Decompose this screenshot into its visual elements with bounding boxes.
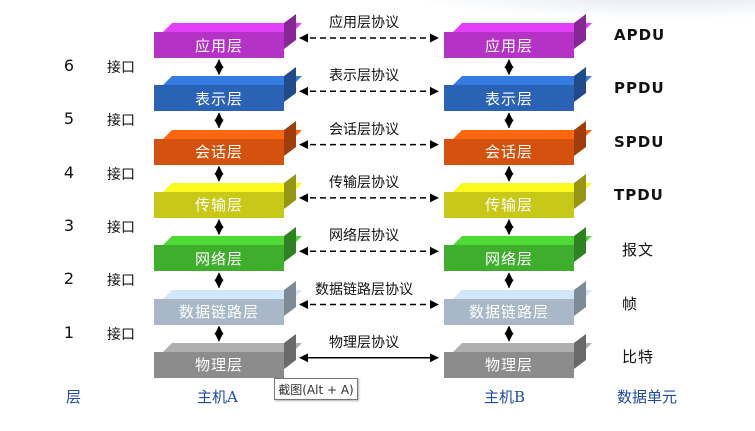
layer-label: 会话层 bbox=[194, 143, 243, 162]
layer-box-top bbox=[453, 236, 592, 246]
layer-box-face bbox=[154, 138, 284, 165]
layer-label: 数据链路层 bbox=[178, 303, 259, 321]
layer-box-face bbox=[154, 191, 284, 218]
layer-box-top bbox=[453, 289, 592, 299]
layer-box-top bbox=[453, 182, 592, 192]
host-b-label: 主机B bbox=[484, 388, 526, 406]
layer-box-a-5: 数据链路层 bbox=[154, 280, 302, 325]
interface-number: 2 bbox=[63, 269, 75, 289]
interface-label: 接口 bbox=[107, 219, 135, 236]
protocol-label: 物理层协议 bbox=[329, 334, 399, 351]
layer-box-top bbox=[453, 23, 592, 32]
layer-box-top bbox=[453, 342, 592, 352]
layer-label: 物理层 bbox=[194, 356, 243, 375]
pdu-column-label: 数据单元 bbox=[617, 388, 678, 406]
layer-box-a-1: 表示层 bbox=[154, 67, 302, 112]
screenshot-tooltip: 截图(Alt + A) bbox=[274, 378, 358, 400]
layer-label: 网络层 bbox=[484, 249, 533, 268]
protocol-label: 表示层协议 bbox=[329, 68, 399, 85]
pdu-label: SPDU bbox=[614, 132, 665, 151]
layer-label: 会话层 bbox=[484, 143, 533, 162]
layer-box-face bbox=[154, 245, 284, 272]
layer-box-b-1: 表示层 bbox=[444, 67, 592, 112]
layer-box-b-0: 应用层 bbox=[444, 13, 592, 58]
protocol-label: 传输层协议 bbox=[329, 174, 399, 191]
layer-box-face bbox=[444, 138, 574, 165]
layer-box-b-4: 网络层 bbox=[444, 227, 592, 272]
interface-number: 5 bbox=[63, 109, 75, 129]
layer-box-b-2: 会话层 bbox=[444, 120, 592, 165]
layer-label: 应用层 bbox=[484, 36, 533, 55]
layer-box-face bbox=[444, 298, 574, 325]
layer-box-a-2: 会话层 bbox=[154, 120, 302, 165]
layer-box-b-6: 物理层 bbox=[444, 333, 592, 378]
layer-label: 应用层 bbox=[194, 36, 243, 55]
pdu-label: 帧 bbox=[622, 294, 639, 313]
layer-label: 网络层 bbox=[194, 249, 243, 268]
layer-box-face bbox=[154, 298, 284, 325]
protocol-label: 数据链路层协议 bbox=[315, 281, 413, 298]
layer-box-a-3: 传输层 bbox=[154, 173, 302, 218]
interface-label: 接口 bbox=[107, 60, 135, 76]
layer-box-top bbox=[453, 76, 592, 86]
layer-label: 表示层 bbox=[484, 89, 533, 108]
header-glow bbox=[400, 0, 755, 20]
layer-box-b-5: 数据链路层 bbox=[444, 280, 592, 325]
interface-number: 6 bbox=[63, 56, 75, 75]
layer-column-label: 层 bbox=[66, 388, 82, 406]
interface-label: 接口 bbox=[107, 166, 135, 183]
protocol-label: 网络层协议 bbox=[329, 228, 399, 245]
layer-label: 物理层 bbox=[484, 356, 533, 375]
layer-box-a-0: 应用层 bbox=[154, 13, 302, 58]
interface-label: 接口 bbox=[107, 326, 135, 343]
layer-box-b-3: 传输层 bbox=[444, 173, 592, 218]
layer-box-face bbox=[444, 191, 574, 218]
layer-box-face bbox=[154, 32, 284, 58]
protocol-label: 会话层协议 bbox=[329, 121, 399, 138]
interface-number: 4 bbox=[63, 162, 75, 182]
layer-box-a-6: 物理层 bbox=[154, 333, 302, 378]
layer-box-top bbox=[163, 23, 302, 32]
layer-box-face bbox=[444, 351, 574, 378]
layer-label: 传输层 bbox=[194, 196, 243, 215]
interface-label: 接口 bbox=[107, 273, 135, 290]
host-a-label: 主机A bbox=[197, 388, 238, 406]
layer-box-top bbox=[163, 236, 302, 246]
layer-box-top bbox=[163, 76, 302, 86]
interface-number: 1 bbox=[63, 322, 75, 342]
pdu-label: APDU bbox=[614, 26, 666, 44]
interface-label: 接口 bbox=[107, 113, 135, 130]
layer-label: 数据链路层 bbox=[468, 303, 549, 321]
layer-box-a-4: 网络层 bbox=[154, 227, 302, 272]
pdu-label: 报文 bbox=[622, 241, 655, 260]
pdu-label: 比特 bbox=[622, 347, 655, 366]
layer-box-top bbox=[163, 342, 302, 352]
interface-number: 3 bbox=[63, 215, 75, 235]
layer-box-face bbox=[444, 32, 574, 58]
layer-box-top bbox=[163, 182, 302, 192]
layer-box-face bbox=[444, 245, 574, 272]
layer-box-face bbox=[154, 351, 284, 378]
pdu-label: PPDU bbox=[614, 79, 665, 98]
layer-box-top bbox=[163, 289, 302, 299]
layer-box-top bbox=[163, 129, 302, 139]
protocol-label: 应用层协议 bbox=[329, 15, 399, 31]
layer-box-face bbox=[154, 85, 284, 112]
layer-box-top bbox=[453, 129, 592, 139]
layer-label: 传输层 bbox=[484, 196, 533, 215]
layer-box-face bbox=[444, 85, 574, 112]
pdu-label: TPDU bbox=[614, 185, 664, 204]
layer-label: 表示层 bbox=[194, 89, 243, 108]
